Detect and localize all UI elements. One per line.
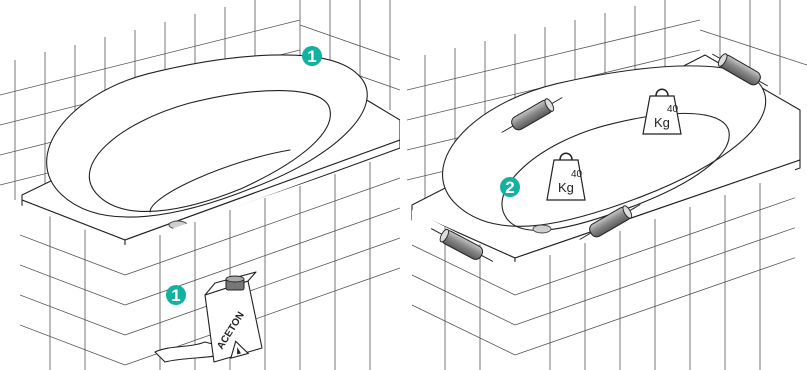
svg-text:40: 40 [667,104,679,115]
svg-text:1: 1 [171,286,180,305]
step-2-badge: 2 [500,177,520,197]
panel-1-clean-surface: ACETON 1 1 [0,0,400,370]
svg-text:Kg: Kg [654,115,670,130]
step-1-badge-solvent: 1 [166,285,186,305]
panel-2-apply-weights: Kg 40 Kg 40 2 [407,0,807,370]
svg-text:Kg: Kg [558,180,574,195]
svg-text:40: 40 [571,169,583,180]
step-1-badge-tub: 1 [302,46,322,66]
svg-text:2: 2 [505,178,514,197]
drain [533,225,551,233]
svg-text:1: 1 [307,47,316,66]
